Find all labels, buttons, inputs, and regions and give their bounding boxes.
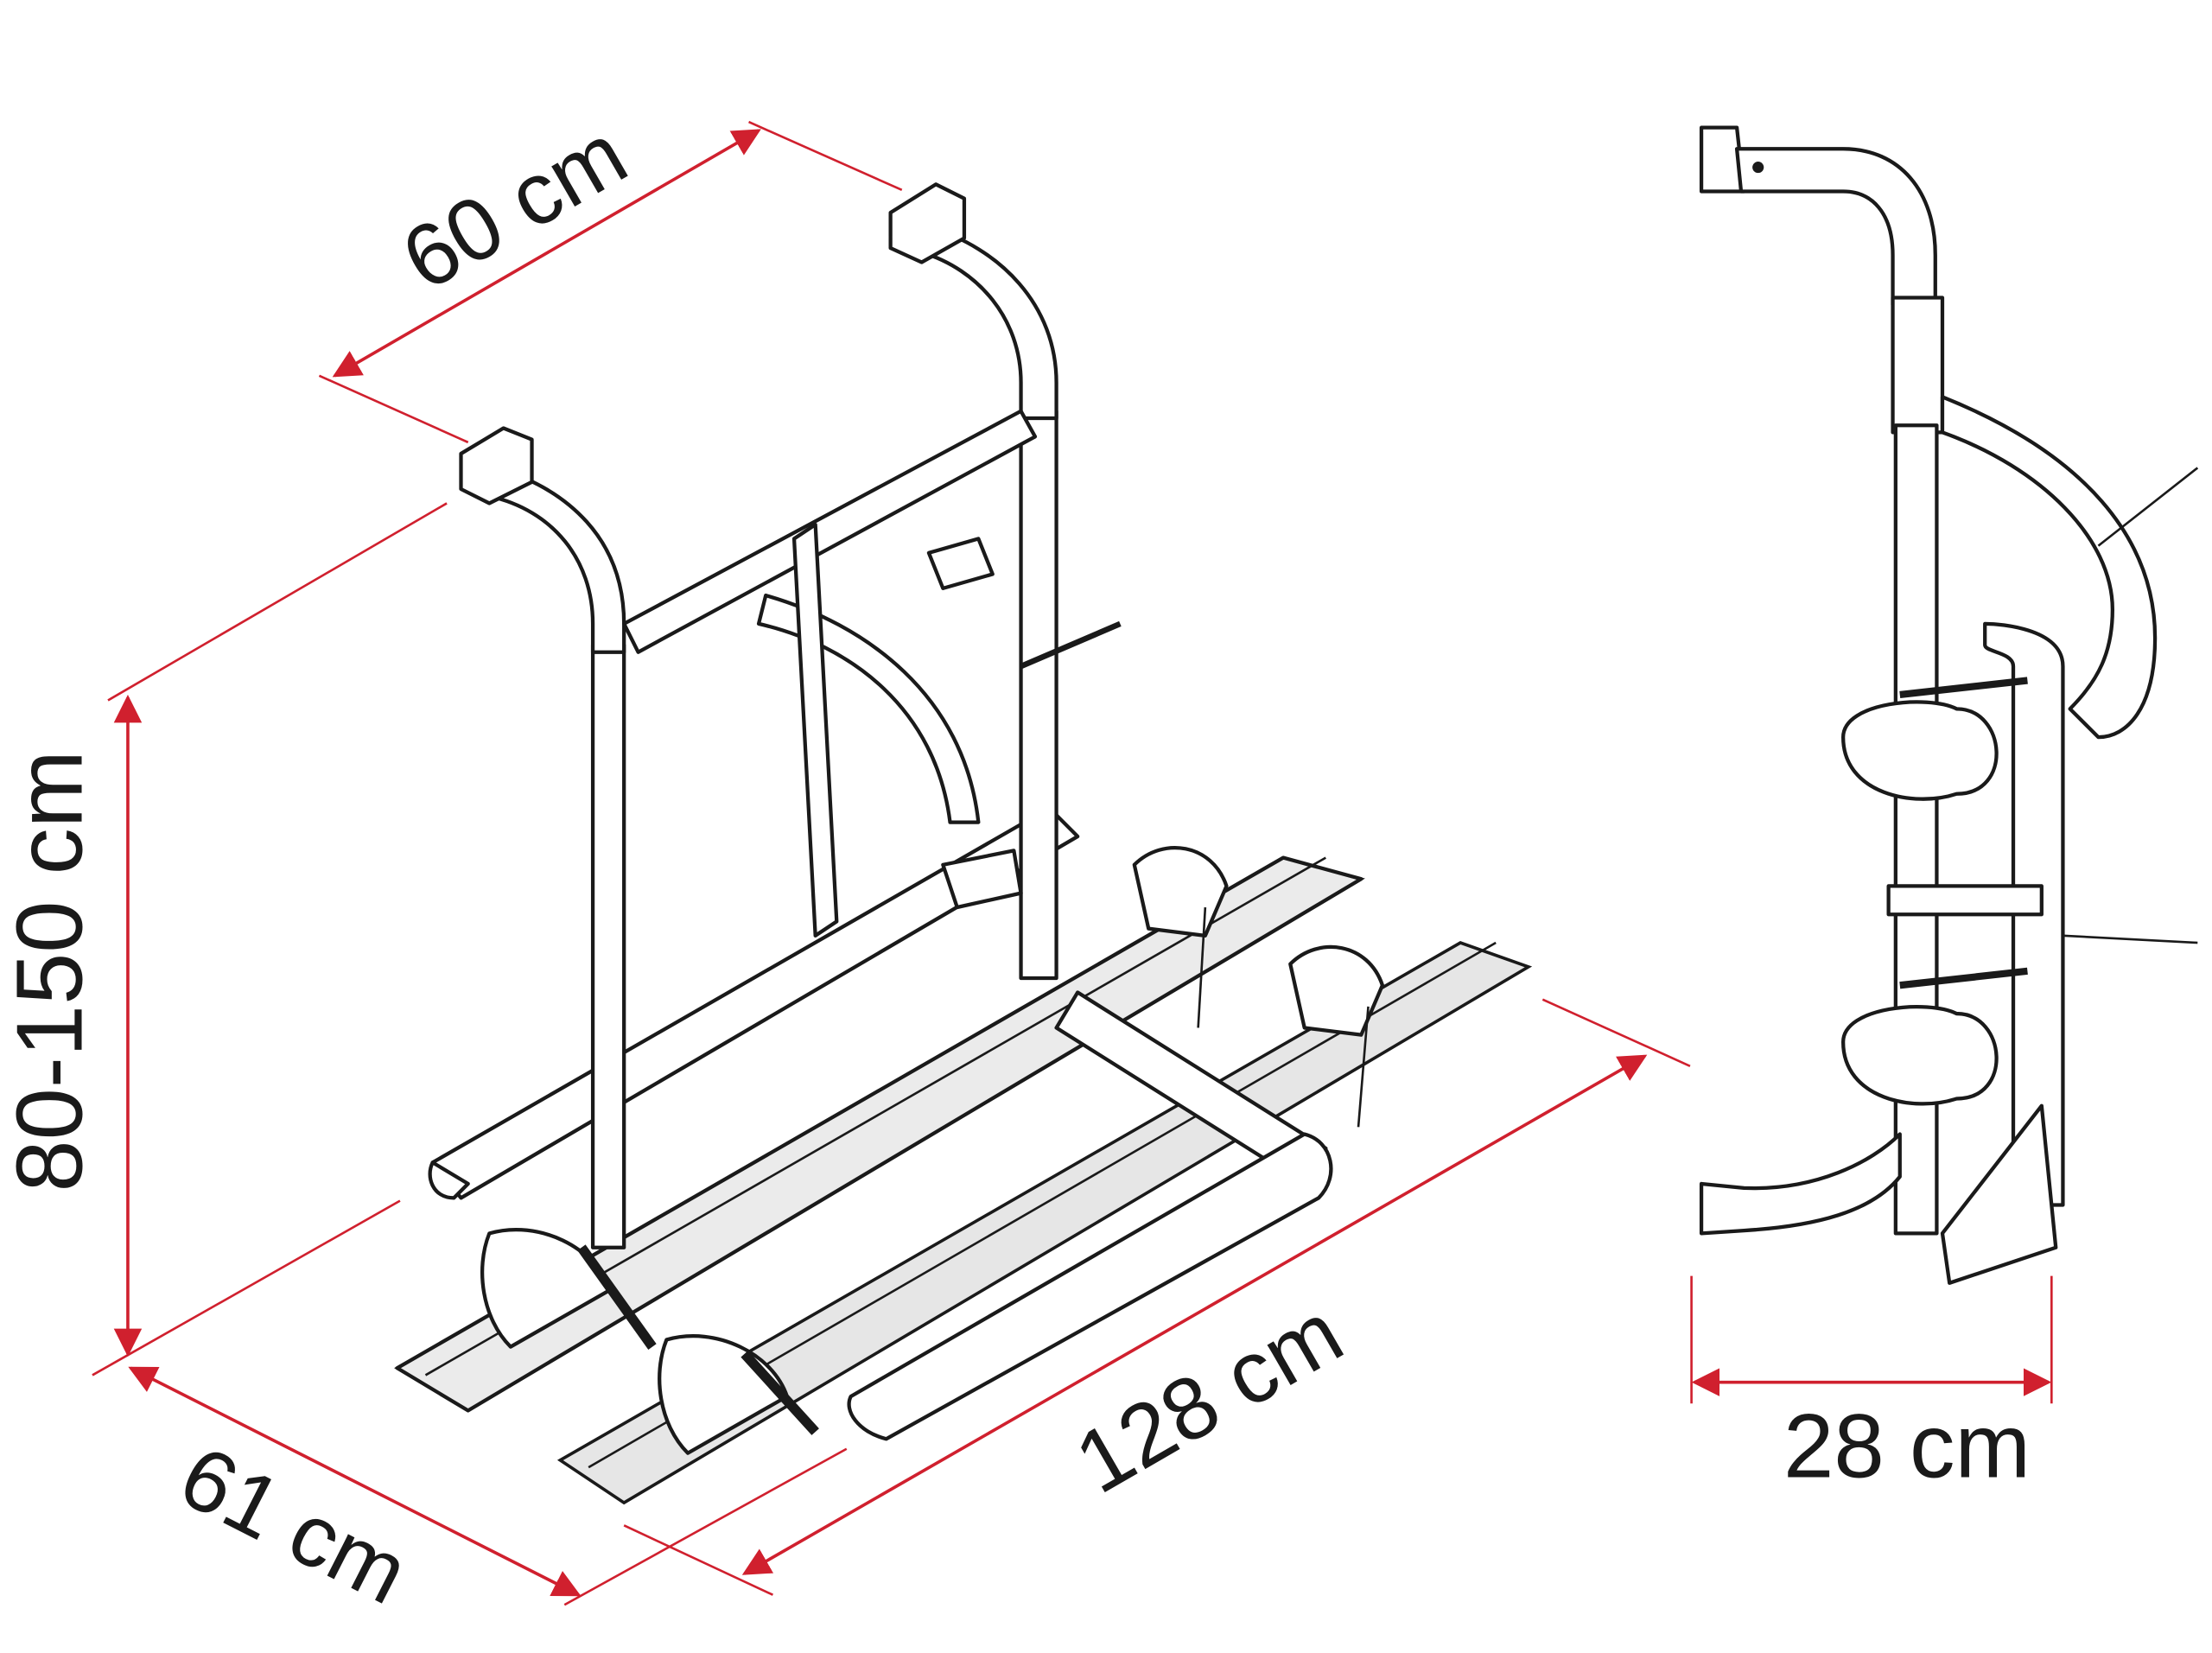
left-arm: [487, 466, 626, 654]
left-post: [590, 643, 626, 1249]
side-wheel-holder-bottom: [1841, 1005, 1999, 1106]
clamp: [941, 849, 1023, 910]
bike-rack-side-view-drawing: [1699, 125, 2199, 1285]
wheel-holder-rear: [1132, 846, 1229, 938]
label-28cm: 28 cm: [1783, 1396, 2031, 1497]
cross-bar: [622, 409, 1038, 654]
label-61cm: 61 cm: [165, 1427, 423, 1623]
dimension-width-top: 60 cm: [318, 104, 903, 444]
right-wall-mount: [888, 182, 967, 264]
label-60cm: 60 cm: [386, 104, 643, 308]
left-wall-mount: [459, 426, 534, 505]
side-wall-mount-bottom: [1699, 1132, 1902, 1236]
dimension-height: 80-150 cm: [0, 502, 448, 1376]
side-wheel-holder-top: [1841, 700, 1999, 801]
dimension-side-depth: 28 cm: [1690, 1275, 2053, 1497]
wheel-holder-front: [1288, 944, 1385, 1037]
side-post: [1893, 423, 1939, 1236]
bike-rack-perspective-drawing: [394, 182, 1533, 1505]
right-arm: [919, 225, 1058, 421]
label-80-150cm: 80-150 cm: [0, 750, 102, 1192]
right-post: [1019, 409, 1058, 981]
